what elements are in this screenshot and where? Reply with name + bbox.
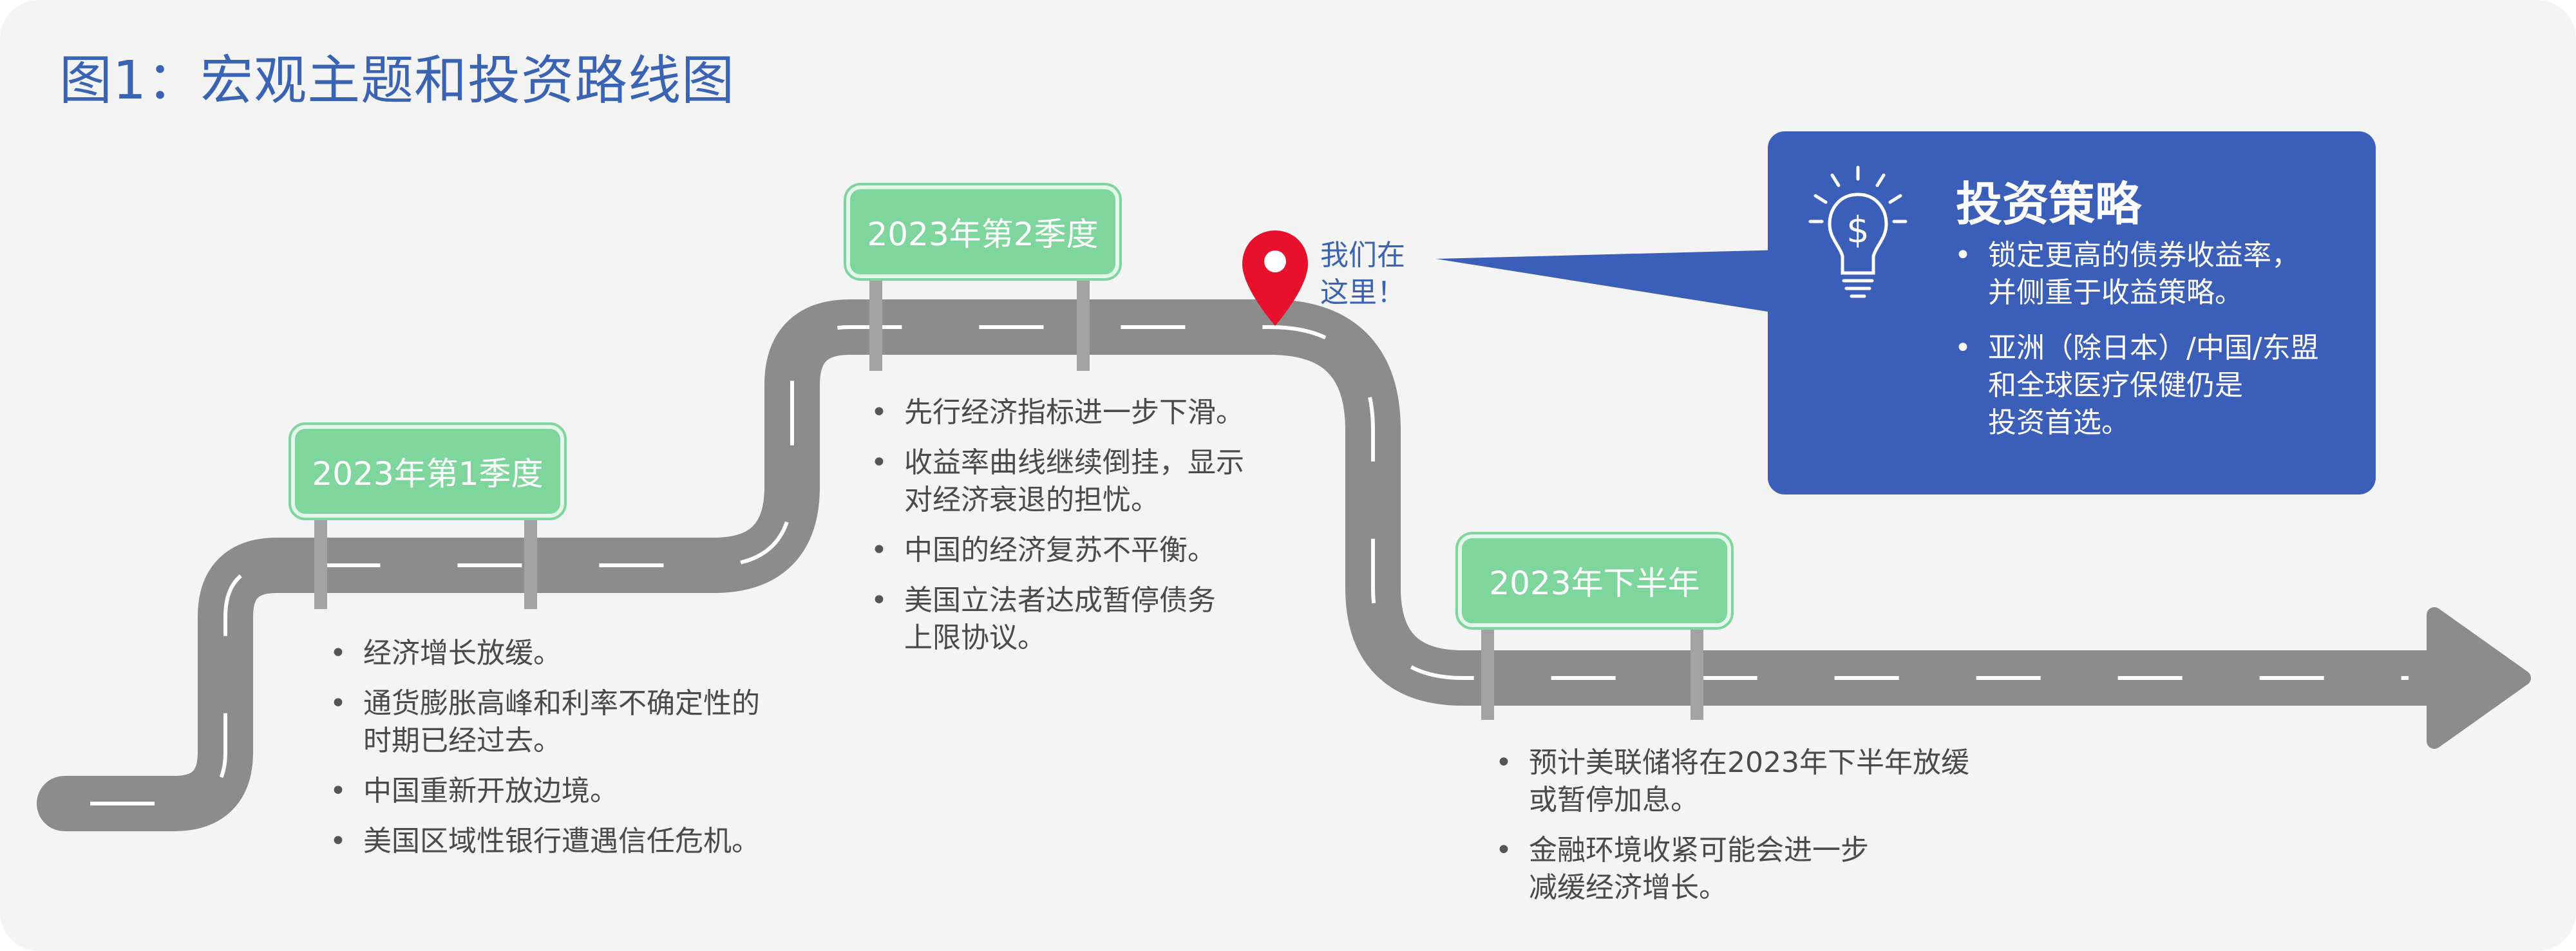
list-item: 中国的经济复苏不平衡。 xyxy=(871,532,1334,569)
figure-title: 图1：宏观主题和投资路线图 xyxy=(59,50,735,111)
list-item: 中国重新开放边境。 xyxy=(330,773,845,810)
sign-post xyxy=(1690,626,1703,720)
list-item: 美国区域性银行遭遇信任危机。 xyxy=(330,823,845,860)
list-item: 金融环境收紧可能会进一步 减缓经济增长。 xyxy=(1495,832,2075,907)
lightbulb-dollar-icon: $ xyxy=(1808,165,1908,298)
road-arrowhead xyxy=(2427,607,2531,749)
strategy-title: 投资策略 xyxy=(1956,177,2142,231)
callout-pointer xyxy=(1436,250,1784,314)
list-item: 美国立法者达成暂停债务 上限协议。 xyxy=(871,582,1334,657)
list-item: 先行经济指标进一步下滑。 xyxy=(871,394,1334,431)
svg-text:$: $ xyxy=(1846,209,1870,251)
milestone-notes-h2: 预计美联储将在2023年下半年放缓 或暂停加息。 金融环境收紧可能会进一步 减缓… xyxy=(1495,744,2075,919)
list-item: 锁定更高的债券收益率， 并侧重于收益策略。 xyxy=(1955,237,2319,312)
strategy-list: 锁定更高的债券收益率， 并侧重于收益策略。 亚洲（除日本）/中国/东盟 和全球医… xyxy=(1955,237,2319,460)
road-centerline xyxy=(90,325,2409,805)
sign-post xyxy=(1077,277,1090,371)
list-item: 预计美联储将在2023年下半年放缓 或暂停加息。 xyxy=(1495,744,2075,819)
current-position-label: 我们在 这里！ xyxy=(1320,239,1405,309)
list-item: 收益率曲线继续倒挂，显示 对经济衰退的担忧。 xyxy=(871,444,1334,519)
milestone-notes-q1: 经济增长放缓。 通货膨胀高峰和利率不确定性的 时期已经过去。 中国重新开放边境。… xyxy=(330,635,845,873)
sign-post xyxy=(1481,626,1494,720)
milestone-label: 2023年第1季度 xyxy=(291,425,564,518)
list-item: 亚洲（除日本）/中国/东盟 和全球医疗保健仍是 投资首选。 xyxy=(1955,330,2319,442)
milestone-notes-q2: 先行经济指标进一步下滑。 收益率曲线继续倒挂，显示 对经济衰退的担忧。 中国的经… xyxy=(871,394,1334,670)
sign-post xyxy=(314,515,327,609)
list-item: 通货膨胀高峰和利率不确定性的 时期已经过去。 xyxy=(330,685,845,760)
sign-post xyxy=(869,277,882,371)
location-pin-icon xyxy=(1242,231,1308,326)
list-item: 经济增长放缓。 xyxy=(330,635,845,672)
milestone-label: 2023年第2季度 xyxy=(846,185,1119,278)
milestone-label: 2023年下半年 xyxy=(1458,534,1731,627)
sign-post xyxy=(524,515,537,609)
strategy-callout: $ 投资策略 锁定更高的债券收益率， 并侧重于收益策略。 亚洲（除日本）/中国/… xyxy=(1768,131,2376,494)
